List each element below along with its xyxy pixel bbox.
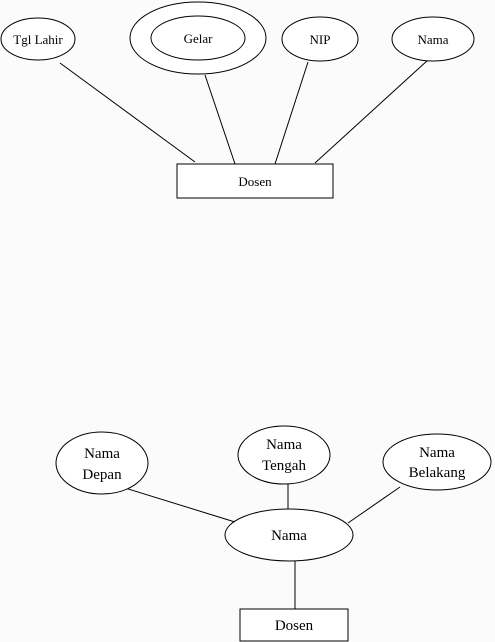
attribute-gelar-label: Gelar	[184, 31, 214, 46]
attribute-nama-composite[interactable]: Nama	[224, 508, 354, 562]
attribute-gelar-multivalued[interactable]: Gelar	[129, 1, 267, 75]
attribute-nama-tengah[interactable]: Nama Tengah	[237, 425, 331, 485]
attribute-nip-label: NIP	[310, 32, 331, 47]
attribute-tgl-lahir-label: Tgl Lahir	[13, 32, 63, 47]
entity-dosen-top[interactable]: Dosen	[176, 163, 334, 199]
entity-dosen-top-label: Dosen	[238, 174, 272, 189]
entity-dosen-bottom[interactable]: Dosen	[239, 608, 349, 642]
attribute-nama-depan-line1: Nama	[84, 446, 120, 462]
attribute-nama-tengah-line2: Tengah	[262, 458, 306, 474]
connector-belakang	[347, 486, 401, 524]
attribute-nama-belakang-line2: Belakang	[409, 465, 466, 481]
attribute-nama-depan[interactable]: Nama Depan	[55, 431, 149, 495]
diagram-dosen-attributes: Tgl Lahir Gelar NIP Nama Dosen	[0, 1, 475, 199]
entity-dosen-bottom-label: Dosen	[275, 618, 314, 634]
attribute-nama[interactable]: Nama	[391, 16, 475, 62]
attribute-tgl-lahir[interactable]: Tgl Lahir	[0, 17, 76, 61]
gelar-inner-ellipse	[150, 15, 246, 61]
connector-nama	[314, 59, 429, 164]
connector-gelar	[204, 74, 236, 165]
attribute-nama-label: Nama	[417, 32, 448, 47]
connector-nip	[274, 61, 309, 165]
connector-tgl-lahir	[59, 62, 196, 163]
attribute-nama-tengah-line1: Nama	[266, 437, 302, 453]
diagram-dosen-composite-nama: Nama Depan Nama Tengah Nama Belakang Nam…	[55, 425, 492, 642]
attribute-nip[interactable]: NIP	[281, 16, 359, 62]
attribute-nama-belakang[interactable]: Nama Belakang	[382, 433, 492, 491]
connector-depan	[124, 487, 236, 523]
attribute-nama-belakang-line1: Nama	[419, 445, 455, 461]
attribute-nama-composite-label: Nama	[271, 528, 307, 544]
attribute-nama-depan-line2: Depan	[82, 467, 122, 483]
